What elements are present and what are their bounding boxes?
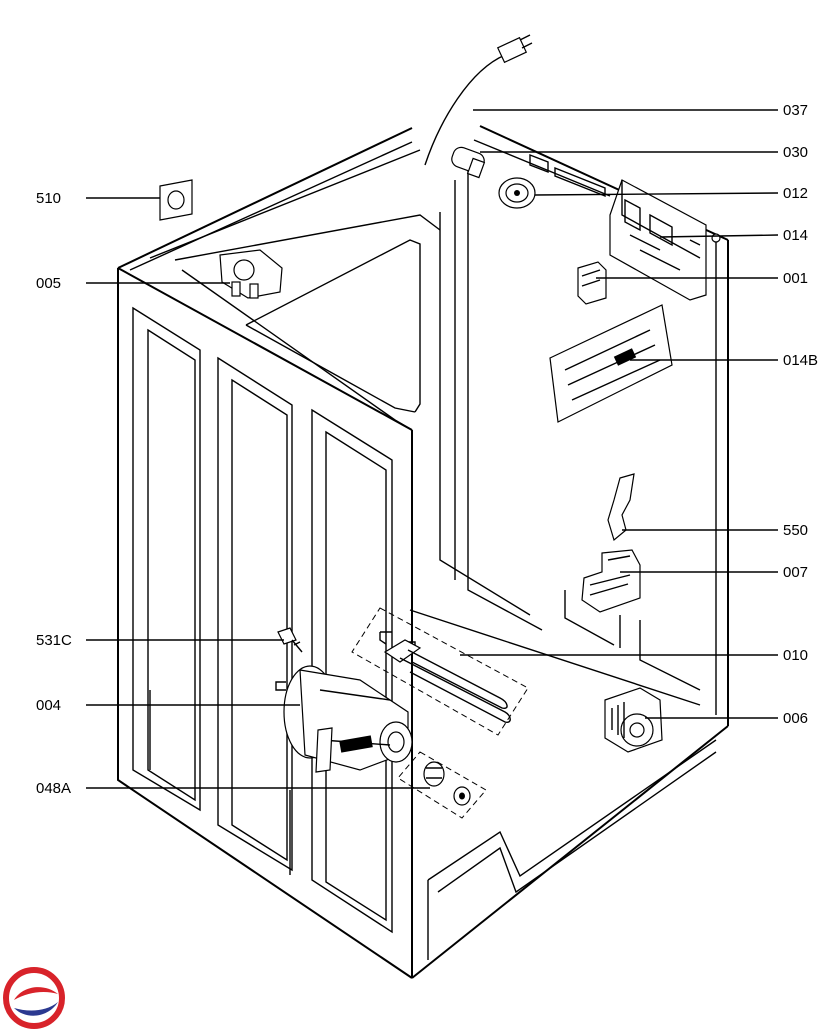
motor-bearing-kit-part [397,751,487,819]
leader-lines [86,109,779,789]
label-048a: 048A [36,780,71,797]
rear-top-slots [529,153,606,198]
motor-part [275,665,413,773]
control-module-part [609,179,721,301]
label-014b: 014B [783,352,818,369]
drain-pump-part [604,687,663,753]
label-510: 510 [36,190,61,207]
right-labels: 037 030 012 014 001 014B 550 007 010 006 [783,102,818,727]
switch-part [577,261,607,305]
door-lock-part [581,549,641,613]
label-550: 550 [783,522,808,539]
mains-cable-part [424,34,533,166]
label-010: 010 [783,647,808,664]
label-001: 001 [783,270,808,287]
pressure-switch-part [219,249,283,299]
label-005: 005 [36,275,61,292]
label-006: 006 [783,710,808,727]
label-012: 012 [783,185,808,202]
label-037: 037 [783,102,808,119]
left-labels: 510 005 531C 004 048A [36,190,72,797]
label-007: 007 [783,564,808,581]
timer-knob-part [498,177,536,209]
label-030: 030 [783,144,808,161]
label-004: 004 [36,697,61,714]
gasket-part [159,179,193,221]
heating-element-part [351,607,529,736]
cabinet-frame [117,125,729,979]
front-panel-recesses [132,306,393,934]
label-014: 014 [783,227,808,244]
label-531c: 531C [36,632,72,649]
electronic-board-part [549,304,673,423]
suppressor-part [451,146,486,179]
brand-logo [3,967,65,1029]
